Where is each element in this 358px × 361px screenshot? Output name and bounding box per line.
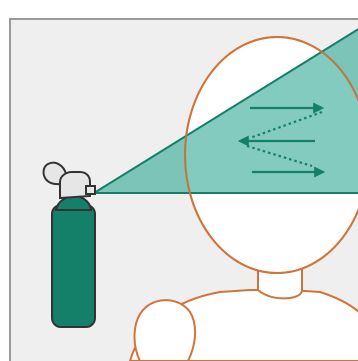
can-nozzle-tip xyxy=(86,186,95,194)
can-body xyxy=(52,205,95,327)
hand-icon xyxy=(135,300,196,361)
